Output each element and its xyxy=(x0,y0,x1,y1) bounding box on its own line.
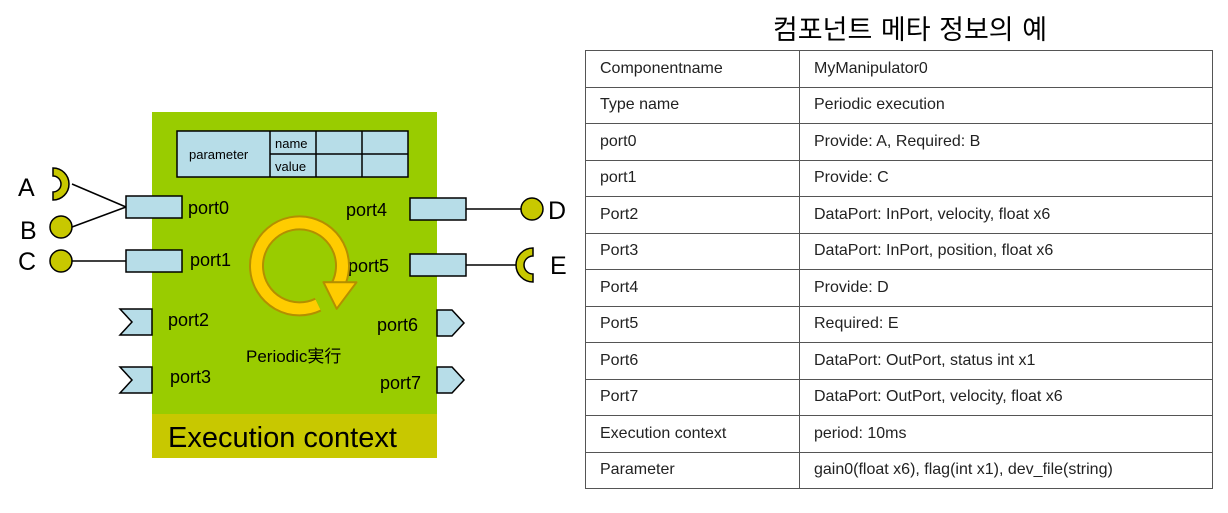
interface-c-label: C xyxy=(18,248,36,276)
row-key: Port7 xyxy=(585,378,800,416)
port4-box xyxy=(409,197,467,221)
port5-box xyxy=(409,253,467,277)
param-name-label: name xyxy=(275,136,308,151)
parameter-table: parameter name value xyxy=(176,130,409,178)
row-key: Port4 xyxy=(585,269,800,307)
port2-label: port2 xyxy=(168,310,209,330)
row-key: Port5 xyxy=(585,305,800,343)
table-row: Port7 DataPort: OutPort, velocity, float… xyxy=(585,378,1213,416)
row-key: Type name xyxy=(585,86,800,124)
interface-d-label: D xyxy=(548,197,566,225)
execution-context-label: Execution context xyxy=(168,422,397,454)
table-title: 컴포넌트 메타 정보의 예 xyxy=(772,15,1048,46)
port1-label: port1 xyxy=(190,250,231,270)
port1-box xyxy=(125,249,183,273)
periodic-cycle-arrow-icon xyxy=(249,215,358,317)
port2-inport-icon xyxy=(118,308,153,336)
row-value: MyManipulator0 xyxy=(799,50,1213,88)
row-value: DataPort: OutPort, velocity, float x6 xyxy=(799,378,1213,416)
port0-label: port0 xyxy=(188,198,229,218)
interface-e-label: E xyxy=(550,252,567,280)
parameter-label: parameter xyxy=(189,147,249,162)
interface-a-label: A xyxy=(18,174,35,202)
row-key: Componentname xyxy=(585,50,800,88)
table-row: Parameter gain0(float x6), flag(int x1),… xyxy=(585,451,1213,489)
interface-a-icon xyxy=(52,167,70,201)
row-value: Required: E xyxy=(799,305,1213,343)
row-key: Port2 xyxy=(585,196,800,234)
row-key: Execution context xyxy=(585,415,800,453)
interface-d-icon xyxy=(520,197,544,221)
table-row: Type name Periodic execution xyxy=(585,86,1213,124)
periodic-label: Periodic実行 xyxy=(246,347,341,366)
row-key: Port6 xyxy=(585,342,800,380)
row-value: DataPort: InPort, position, float x6 xyxy=(799,232,1213,270)
interface-c-icon xyxy=(49,249,73,273)
interface-e-icon xyxy=(515,247,534,283)
port6-label: port6 xyxy=(377,315,418,335)
table-row: port1 Provide: C xyxy=(585,159,1213,197)
port7-outport-icon xyxy=(436,366,466,394)
port7-label: port7 xyxy=(380,373,421,393)
port5-label: port5 xyxy=(348,256,389,276)
row-value: DataPort: InPort, velocity, float x6 xyxy=(799,196,1213,234)
port6-outport-icon xyxy=(436,309,466,337)
row-value: gain0(float x6), flag(int x1), dev_file(… xyxy=(799,451,1213,489)
port4-label: port4 xyxy=(346,200,387,220)
row-key: Parameter xyxy=(585,451,800,489)
table-row: Componentname MyManipulator0 xyxy=(585,50,1213,88)
table-row: Port4 Provide: D xyxy=(585,269,1213,307)
execution-context-bar xyxy=(152,414,437,458)
table-row: Port3 DataPort: InPort, position, float … xyxy=(585,232,1213,270)
row-value: DataPort: OutPort, status int x1 xyxy=(799,342,1213,380)
table-row: port0 Provide: A, Required: B xyxy=(585,123,1213,161)
row-value: Provide: D xyxy=(799,269,1213,307)
table-row: Port2 DataPort: InPort, velocity, float … xyxy=(585,196,1213,234)
table-row: Port5 Required: E xyxy=(585,305,1213,343)
row-value: Provide: A, Required: B xyxy=(799,123,1213,161)
row-value: Provide: C xyxy=(799,159,1213,197)
port3-inport-icon xyxy=(118,366,153,394)
row-key: Port3 xyxy=(585,232,800,270)
component-diagram: Execution context parameter name value A… xyxy=(18,112,567,458)
param-value-label: value xyxy=(275,159,306,174)
port0-box xyxy=(125,195,183,219)
connection-lines xyxy=(71,183,522,266)
row-key: port1 xyxy=(585,159,800,197)
interface-b-label: B xyxy=(20,217,37,245)
row-value: Periodic execution xyxy=(799,86,1213,124)
table-row: Execution context period: 10ms xyxy=(585,415,1213,453)
component-meta-table: Componentname MyManipulator0 Type name P… xyxy=(585,50,1213,489)
row-value: period: 10ms xyxy=(799,415,1213,453)
table-row: Port6 DataPort: OutPort, status int x1 xyxy=(585,342,1213,380)
port3-label: port3 xyxy=(170,367,211,387)
row-key: port0 xyxy=(585,123,800,161)
interface-b-icon xyxy=(49,215,73,239)
